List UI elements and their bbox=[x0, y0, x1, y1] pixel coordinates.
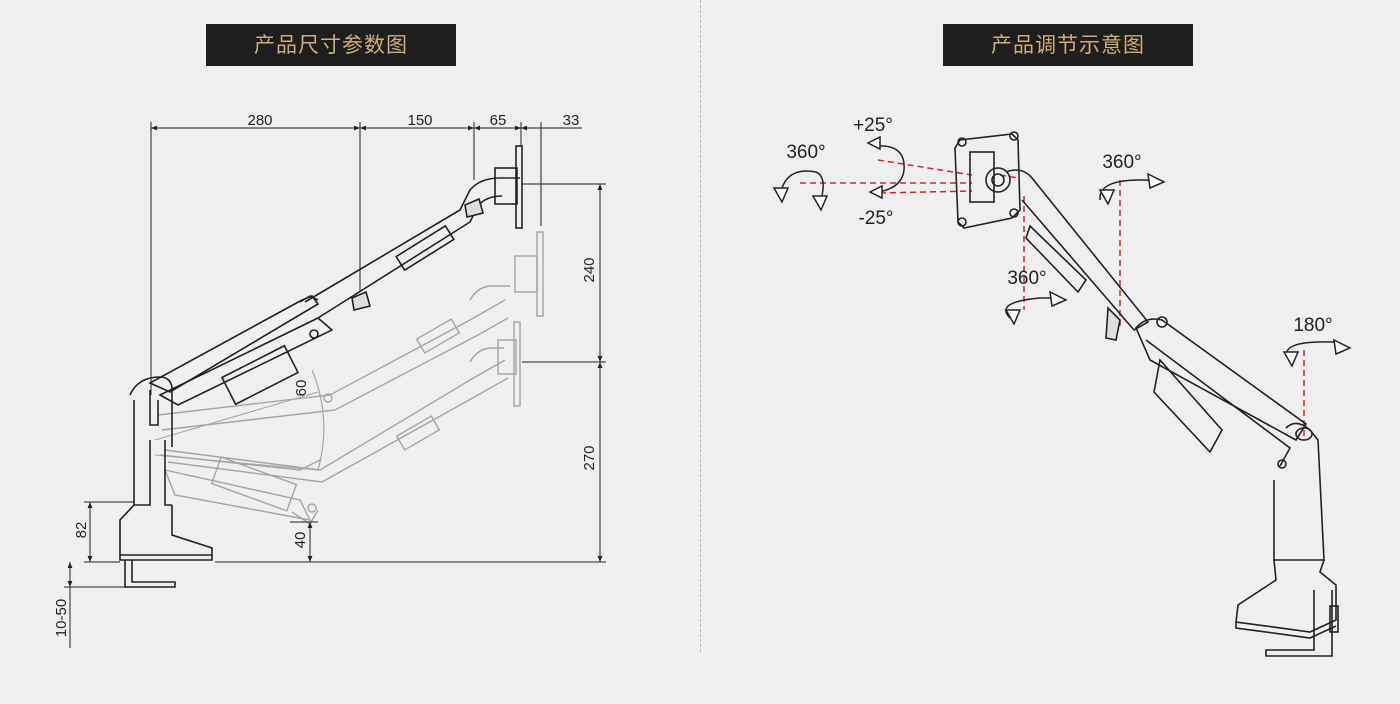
adjustment-diagram-title: 产品调节示意图 bbox=[943, 24, 1193, 66]
center-divider bbox=[700, 0, 701, 652]
rotation-arrows bbox=[772, 135, 1352, 368]
tilt-down-label: -25° bbox=[858, 208, 893, 229]
dimension-label-65: 65 bbox=[490, 112, 507, 129]
tilt-up-label: +25° bbox=[853, 115, 893, 136]
dimension-label-33: 33 bbox=[563, 112, 580, 129]
dimension-label-82: 82 bbox=[73, 522, 90, 539]
middle-joint-rotation-label: 360° bbox=[1007, 268, 1046, 289]
head-rotation-label: 360° bbox=[786, 142, 825, 163]
dimension-label-270: 270 bbox=[581, 445, 598, 470]
base-rotation-label: 180° bbox=[1293, 315, 1332, 336]
arm-drawing bbox=[954, 131, 1339, 657]
main-arm bbox=[119, 145, 523, 588]
dimension-label-10-50: 10-50 bbox=[53, 599, 70, 637]
dimension-diagram: 280 150 65 33 240 270 40 82 10-50 60 bbox=[53, 112, 606, 648]
angle-label-60: 60 bbox=[293, 380, 310, 397]
adjustment-diagram: 360° +25° -25° 360° 360° 180° bbox=[772, 115, 1352, 657]
dimension-diagram-title: 产品尺寸参数图 bbox=[206, 24, 456, 66]
ghost-arm-positions bbox=[154, 231, 544, 525]
dimension-label-150: 150 bbox=[407, 112, 432, 129]
dimension-label-40: 40 bbox=[292, 532, 309, 549]
dimension-label-240: 240 bbox=[581, 257, 598, 282]
dimension-lines bbox=[64, 122, 606, 648]
dimension-label-280: 280 bbox=[247, 112, 272, 129]
upper-joint-rotation-label: 360° bbox=[1102, 152, 1141, 173]
